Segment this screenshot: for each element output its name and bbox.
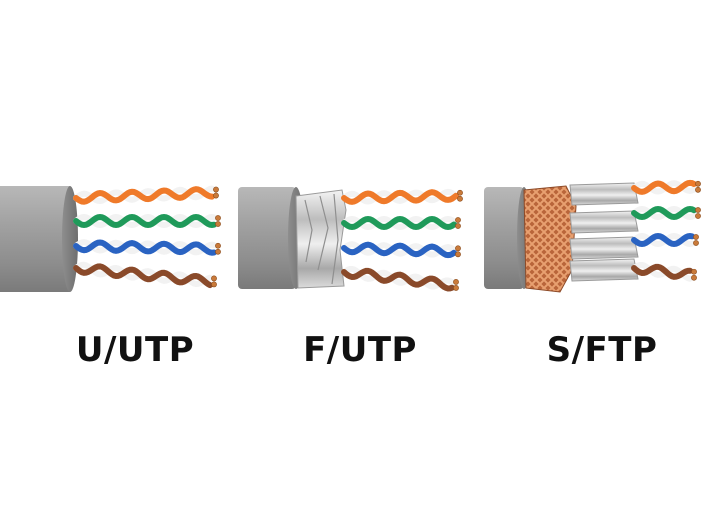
copper-conductor [691,274,697,281]
cable-label-futp: F/UTP [303,330,417,370]
copper-conductor [453,285,459,291]
copper-conductor [215,242,221,249]
copper-conductor [213,186,219,193]
twisted-pair [341,189,459,205]
copper-conductor [215,221,221,227]
jacket-end [62,186,78,292]
copper-conductor [695,207,701,213]
pair-foil-shield [569,258,639,282]
pair-foil-shield [569,182,639,206]
copper-conductor [455,223,461,229]
twisted-pair [73,239,217,256]
copper-conductor [455,217,461,223]
copper-conductor [457,189,463,196]
twisted-pair [341,188,459,205]
twisted-pair [631,232,695,248]
cable-jacket [484,187,524,289]
cable-utp [0,185,221,292]
cable-label-sftp: S/FTP [546,330,658,370]
twisted-pairs [73,185,221,289]
copper-conductor [215,248,221,255]
twisted-pair [341,267,455,292]
cable-sftp [484,179,701,293]
braid-shield [523,185,577,293]
twisted-pair [631,205,697,221]
copper-conductor [211,275,217,282]
twisted-pair [73,213,217,229]
copper-conductor [693,240,699,246]
twisted-pair [631,263,693,280]
foiled-pairs [569,182,639,282]
twisted-pairs [341,188,463,292]
copper-conductor [695,186,701,193]
cable-futp [238,187,463,292]
twisted-pair [73,186,215,205]
copper-conductor [695,180,701,187]
twisted-pair [341,215,457,231]
pair-foil-shield [569,210,639,234]
copper-conductor [455,245,461,252]
copper-conductor [695,213,701,219]
twisted-pair [631,179,697,195]
cable-jacket [238,187,296,289]
foil-crinkle [304,193,339,285]
copper-conductor [691,268,697,275]
copper-conductor [211,281,217,288]
copper-conductor [215,215,221,221]
twisted-pair [73,263,213,289]
copper-conductor [455,251,461,258]
cable-jacket [0,186,70,292]
twisted-pair [341,241,457,259]
twisted-pair [73,239,217,256]
twisted-pairs [631,179,701,282]
copper-conductor [457,195,463,202]
copper-conductor [453,279,459,285]
copper-conductor [213,192,219,199]
cable-label-utp: U/UTP [75,330,195,370]
twisted-pair [73,213,217,229]
pair-foil-shield [569,236,639,260]
copper-conductor [693,234,699,240]
